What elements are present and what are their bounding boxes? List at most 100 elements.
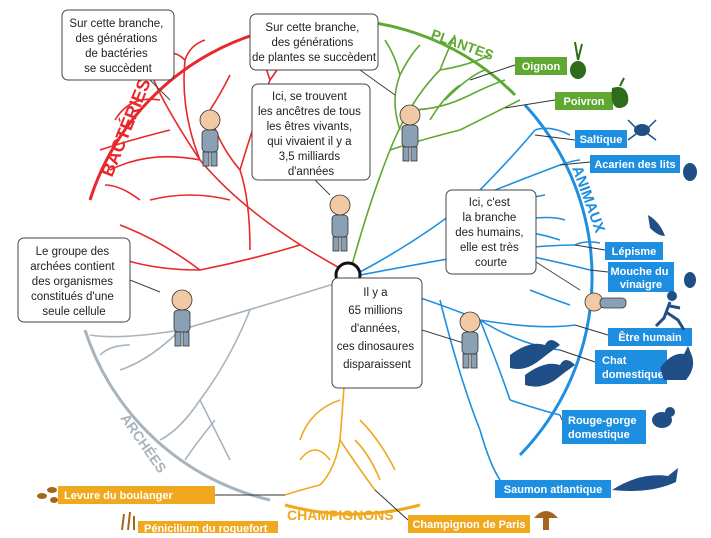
guide-character-ancestors (329, 194, 351, 252)
species-saltique-label: Saltique (580, 134, 623, 146)
bubble-dinosaurs: Il y a 65 millions d'années, ces dinosau… (331, 277, 471, 389)
svg-text:Sur cette branche, des g: Sur cette branche, des générations de ba… (69, 18, 166, 75)
species-rouge-gorge: Rouge-gorge domestique (559, 407, 675, 444)
species-chat-label-1: Chat (602, 355, 627, 367)
bubble-dinosaurs-line-2: 65 millions (348, 305, 403, 317)
dust-mite-icon (683, 163, 697, 181)
bubble-dinosaurs-line-1: Il y a (363, 287, 388, 299)
group-label-plants: PLANTES (429, 26, 496, 63)
species-saumon-label: Saumon atlantique (504, 484, 602, 496)
bubble-dinosaurs-line-4: ces dinosaures (337, 341, 415, 353)
guide-character-bacteria (199, 109, 221, 167)
bubble-archaea-line-4: constitués d'une (31, 291, 114, 303)
species-acarien-label: Acarien des lits (594, 159, 675, 171)
silverfish-icon (648, 215, 665, 236)
bubble-dinosaurs-line-3: d'années, (351, 323, 401, 335)
bubble-archaea-line-2: archées contient (30, 261, 115, 273)
species-rouge-gorge-label-2: domestique (568, 429, 630, 441)
species-mouche: Mouche du vinaigre (589, 262, 696, 292)
species-lepisme-label: Lépisme (612, 246, 657, 258)
bubble-archaea: Le groupe des archées contient des organ… (17, 237, 161, 323)
bubble-ancestors-line-4: qui vivaient il y a (267, 136, 352, 148)
group-label-archaea: ARCHÉES (118, 411, 170, 476)
species-rouge-gorge-label-1: Rouge-gorge (568, 415, 636, 427)
bubble-bacteria-line-2: des générations (75, 33, 157, 45)
guide-character-archaea (171, 289, 193, 347)
species-saumon: Saumon atlantique (494, 468, 678, 498)
bubble-humans-line-4: elle est très (460, 242, 519, 254)
species-mouche-label-1: Mouche du (610, 266, 668, 278)
bubble-bacteria-line-1: Sur cette branche, (69, 18, 163, 30)
svg-text:Chat domestique: Chat domestique (602, 355, 664, 381)
bubble-archaea-line-3: des organismes (32, 276, 113, 288)
species-champignon-paris-label: Champignon de Paris (412, 519, 525, 531)
species-acarien: Acarien des lits (559, 155, 697, 181)
penicillium-icon (121, 511, 135, 531)
animals-arc (518, 103, 594, 457)
guide-character-dinosaurs (459, 311, 481, 369)
svg-text:Mouche du vinaigre: Mouche du vinaigre (610, 266, 671, 291)
species-lepisme: Lépisme (574, 215, 665, 260)
species-oignon: Oignon (469, 41, 586, 81)
bubble-humans-line-1: Ici, c'est (469, 197, 511, 209)
bubble-ancestors-line-1: Ici, se trouvent (272, 91, 348, 103)
species-penicillium: Pénicilium du roquefort (121, 511, 278, 535)
bubble-archaea-line-1: Le groupe des (36, 246, 110, 258)
bubble-ancestors: Ici, se trouvent les ancêtres de tous le… (251, 83, 371, 196)
bubble-humans-line-3: des humains, (455, 227, 523, 239)
bubble-humans-line-2: la branche (463, 212, 517, 224)
svg-text:Le groupe des archées co: Le groupe des archées contient des organ… (30, 246, 118, 318)
bubble-plants: Sur cette branche, des générations de pl… (249, 13, 396, 96)
species-saltique: Saltique (534, 119, 657, 148)
bubble-plants-line-3: de plantes se succèdent (252, 52, 377, 64)
species-champignon-paris: Champignon de Paris (374, 489, 558, 533)
svg-text:Rouge-gorge domestique: Rouge-gorge domestique (568, 415, 640, 441)
bubble-bacteria-line-3: de bactéries (85, 48, 148, 60)
runner-icon (654, 291, 686, 331)
salmon-icon (612, 468, 678, 491)
species-humain-label: Être humain (618, 331, 682, 344)
jumping-spider-icon (627, 119, 657, 141)
species-penicillium-label: Pénicilium du roquefort (144, 523, 268, 533)
bubble-ancestors-line-6: d'années (288, 166, 335, 178)
bubble-humans-line-5: courte (475, 257, 507, 269)
svg-text:Ici, c'est la branche: Ici, c'est la branche des humains, elle … (455, 197, 527, 269)
bubble-humans: Ici, c'est la branche des humains, elle … (445, 189, 581, 291)
group-label-animals: ANIMAUX (568, 164, 608, 236)
bubble-bacteria-line-4: se succèdent (84, 63, 153, 75)
guide-character-plants (399, 104, 421, 162)
bubble-ancestors-line-2: les ancêtres de tous (258, 106, 361, 118)
bubble-plants-line-2: des générations (271, 37, 353, 49)
fruit-fly-icon (684, 272, 696, 288)
bubble-plants-line-1: Sur cette branche, (265, 22, 359, 34)
svg-text:Il y a 65 millions: Il y a 65 millions d'années, ces dinosau… (337, 287, 418, 371)
species-poivron-label: Poivron (564, 96, 605, 108)
yeast-icon (37, 487, 58, 503)
dinosaur-silhouettes (510, 340, 575, 387)
bubble-archaea-line-5: seule cellule (42, 306, 105, 318)
pepper-icon (611, 77, 629, 108)
bubble-ancestors-line-5: 3,5 milliards (279, 151, 341, 163)
group-label-fungi: CHAMPIGNONS (287, 507, 394, 523)
species-poivron: Poivron (504, 77, 629, 110)
species-humain: Être humain (574, 291, 692, 346)
species-levure: Levure du boulanger (37, 486, 285, 504)
robin-icon (652, 407, 675, 428)
species-mouche-label-2: vinaigre (620, 279, 662, 291)
bubble-dinosaurs-line-5: disparaissent (343, 359, 412, 371)
bacteria-arc (88, 28, 271, 201)
bubble-ancestors-line-3: les êtres vivants, (267, 121, 353, 133)
mushroom-icon (534, 511, 558, 530)
species-oignon-label: Oignon (522, 61, 561, 73)
species-chat-label-2: domestique (602, 369, 664, 381)
svg-text:Ici, se trouvent les anc: Ici, se trouvent les ancêtres de tous le… (258, 91, 364, 178)
species-levure-label: Levure du boulanger (64, 490, 174, 502)
archaea-arc (83, 329, 271, 502)
species-chat: Chat domestique (559, 346, 694, 384)
onion-icon (570, 41, 586, 79)
cat-icon (660, 346, 694, 380)
svg-text:Sur cette branche, des g: Sur cette branche, des générations de pl… (252, 22, 377, 64)
guide-character-humans (584, 292, 627, 312)
